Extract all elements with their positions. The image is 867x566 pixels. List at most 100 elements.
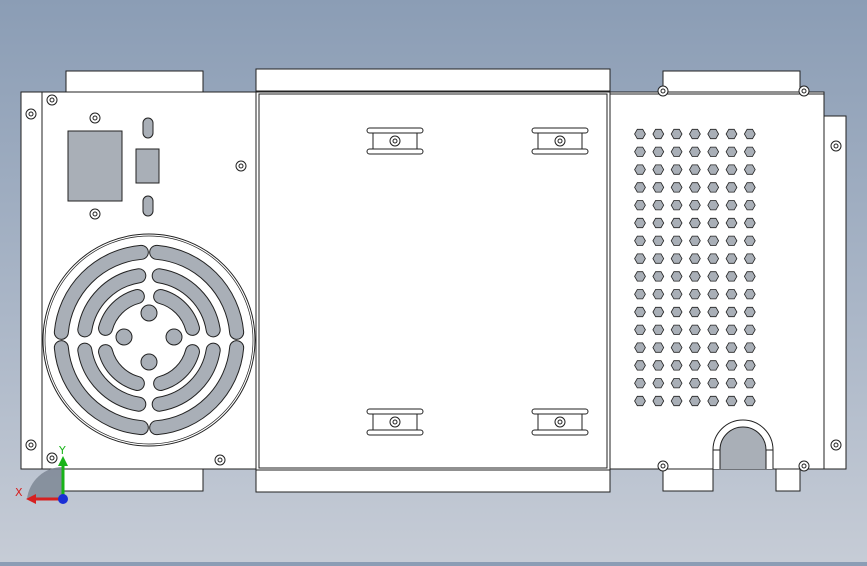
vent-hole bbox=[743, 289, 756, 300]
vent-hole bbox=[652, 378, 665, 389]
mount-bracket-top-left bbox=[366, 127, 424, 155]
mount-bracket-bottom-left bbox=[366, 408, 424, 436]
vent-hole bbox=[652, 324, 665, 335]
vent-hole bbox=[634, 271, 646, 282]
vent-hole bbox=[707, 200, 720, 211]
vent-hole bbox=[670, 395, 683, 407]
vent-hole bbox=[652, 271, 665, 282]
vent-hole bbox=[670, 324, 683, 335]
vent-hole bbox=[725, 200, 738, 211]
vent-hole bbox=[689, 146, 701, 157]
vent-hole bbox=[634, 378, 646, 389]
vent-hole bbox=[652, 306, 665, 318]
fan-screw-holes bbox=[115, 304, 183, 371]
vent-hole bbox=[634, 217, 646, 229]
vent-hole bbox=[689, 164, 701, 175]
vent-hole bbox=[670, 271, 683, 282]
vent-hole bbox=[634, 128, 646, 140]
vent-hole bbox=[689, 128, 701, 140]
vent-hole bbox=[670, 146, 683, 157]
vent-hole bbox=[725, 271, 738, 282]
vent-hole bbox=[743, 306, 756, 318]
vent-hole bbox=[743, 182, 756, 193]
vent-hole bbox=[707, 217, 720, 229]
bottom-flange-right-b bbox=[775, 467, 801, 492]
vent-hole bbox=[652, 217, 665, 229]
vent-hole bbox=[670, 306, 683, 318]
vent-hole bbox=[634, 324, 646, 335]
vent-hole bbox=[652, 128, 665, 140]
vent-hole bbox=[707, 271, 720, 282]
side-flange-left bbox=[20, 91, 43, 470]
vent-hole bbox=[743, 235, 756, 246]
vent-hole bbox=[725, 306, 738, 318]
screw-hole-center bbox=[238, 163, 244, 169]
vent-hole bbox=[634, 395, 646, 407]
vent-hole bbox=[743, 378, 756, 389]
vent-hole bbox=[670, 182, 683, 193]
screw-hole-center bbox=[92, 211, 98, 217]
vent-hole bbox=[725, 253, 738, 264]
vent-hole bbox=[743, 324, 756, 335]
vent-hole bbox=[725, 235, 738, 246]
vent-hole bbox=[707, 235, 720, 246]
vent-hole bbox=[707, 182, 720, 193]
vent-hole bbox=[743, 395, 756, 407]
vent-hole bbox=[743, 342, 756, 353]
screw-hole-center bbox=[28, 442, 34, 448]
slot-lower bbox=[142, 195, 154, 217]
power-socket bbox=[67, 130, 123, 202]
vent-hole bbox=[743, 271, 756, 282]
screw-hole-center bbox=[92, 115, 98, 121]
top-flange-center bbox=[255, 68, 611, 92]
vent-hole bbox=[725, 360, 738, 371]
vent-hole bbox=[670, 200, 683, 211]
triad-x-arrow bbox=[26, 494, 36, 504]
vent-hole bbox=[707, 289, 720, 300]
vent-hole bbox=[670, 378, 683, 389]
vent-hole bbox=[634, 164, 646, 175]
vent-hole bbox=[707, 324, 720, 335]
vent-hole bbox=[743, 253, 756, 264]
vent-hole bbox=[725, 378, 738, 389]
vent-hole bbox=[689, 395, 701, 407]
vent-hole bbox=[707, 164, 720, 175]
vent-hole bbox=[707, 342, 720, 353]
coordinate-triad[interactable]: Y X bbox=[15, 444, 68, 504]
vent-hole bbox=[689, 217, 701, 229]
top-flange-right bbox=[662, 70, 801, 94]
vent-hole bbox=[689, 253, 701, 264]
vent-hole bbox=[707, 360, 720, 371]
fan-grille-ring bbox=[42, 233, 256, 447]
vent-hole bbox=[743, 164, 756, 175]
screw-hole-center bbox=[801, 88, 807, 94]
screw-hole-center bbox=[392, 419, 398, 425]
triad-y-label: Y bbox=[58, 444, 66, 457]
vent-hole bbox=[689, 342, 701, 353]
triad-base-plane bbox=[27, 466, 63, 499]
center-panel bbox=[255, 91, 611, 471]
vent-hole bbox=[634, 235, 646, 246]
vent-hole bbox=[652, 360, 665, 371]
vent-hole bbox=[634, 182, 646, 193]
vent-hole bbox=[634, 360, 646, 371]
vent-hole bbox=[725, 128, 738, 140]
fan-grille-inner-ring bbox=[44, 235, 254, 445]
vent-hole bbox=[652, 164, 665, 175]
vent-hole-grid bbox=[634, 128, 756, 407]
vent-hole bbox=[725, 182, 738, 193]
screw-hole-center bbox=[557, 419, 563, 425]
vent-hole bbox=[707, 378, 720, 389]
vent-hole bbox=[670, 289, 683, 300]
vent-hole bbox=[725, 146, 738, 157]
vent-hole bbox=[689, 324, 701, 335]
screw-hole-center bbox=[28, 111, 34, 117]
screw-hole-center bbox=[833, 442, 839, 448]
screw-hole-center bbox=[217, 457, 223, 463]
mount-bracket-bottom-right bbox=[531, 408, 589, 436]
vent-hole bbox=[670, 235, 683, 246]
vent-hole bbox=[689, 200, 701, 211]
mount-bracket-top-right bbox=[531, 127, 589, 155]
